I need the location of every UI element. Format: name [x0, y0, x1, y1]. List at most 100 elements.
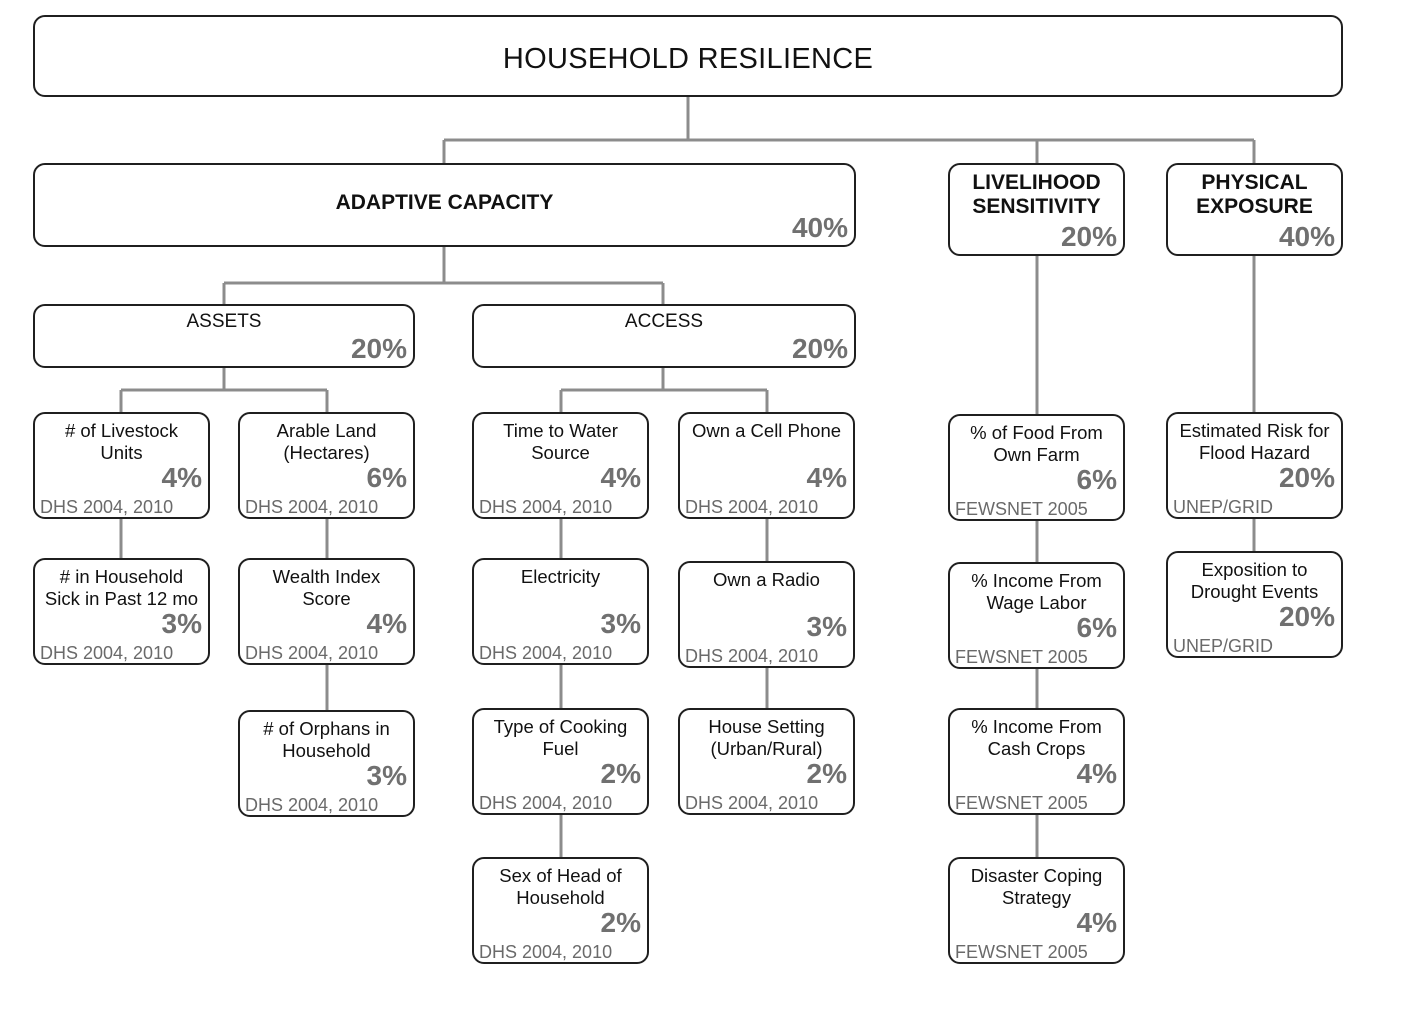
access-title: ACCESS [624, 311, 704, 332]
indicator-flood-hazard: Estimated Risk for Flood Hazard 20% UNEP… [1166, 412, 1343, 519]
household-resilience-node: HOUSEHOLD RESILIENCE [33, 15, 1343, 97]
indicator-label-line1: Estimated Risk for [1179, 420, 1330, 441]
indicator-label-line1: Time to Water [503, 420, 618, 441]
indicator-source: DHS 2004, 2010 [685, 497, 819, 517]
indicator-label-line2: Units [100, 442, 143, 463]
indicator-source: DHS 2004, 2010 [245, 643, 379, 663]
indicator-label-line1: House Setting [708, 716, 825, 737]
indicator-source: UNEP/GRID [1173, 636, 1274, 656]
indicator-source: DHS 2004, 2010 [479, 497, 613, 517]
indicator-label-line2: (Urban/Rural) [710, 738, 823, 759]
indicator-label-line1: Exposition to [1201, 559, 1308, 580]
indicator-wage-labor: % Income From Wage Labor 6% FEWSNET 2005 [948, 562, 1125, 669]
indicator-label-line1: % Income From [971, 716, 1102, 737]
indicator-source: DHS 2004, 2010 [479, 793, 613, 813]
indicator-label-line2: Drought Events [1190, 581, 1319, 602]
indicator-sick: # in Household Sick in Past 12 mo 3% DHS… [33, 558, 210, 665]
indicator-source: DHS 2004, 2010 [40, 497, 174, 517]
indicator-source: DHS 2004, 2010 [245, 497, 379, 517]
indicator-source: FEWSNET 2005 [955, 942, 1088, 962]
indicator-label-line1: # of Orphans in [263, 718, 390, 739]
indicator-orphans: # of Orphans in Household 3% DHS 2004, 2… [238, 710, 415, 817]
indicator-arable-land: Arable Land (Hectares) 6% DHS 2004, 2010 [238, 412, 415, 519]
indicator-weight: 3% [806, 611, 847, 642]
indicator-weight: 2% [600, 758, 641, 789]
indicator-sex-of-head: Sex of Head of Household 2% DHS 2004, 20… [472, 857, 649, 964]
indicator-label-line1: Own a Radio [713, 569, 820, 590]
livelihood-title-line2: SENSITIVITY [972, 195, 1101, 218]
indicator-weight: 4% [1076, 907, 1117, 938]
assets-title: ASSETS [186, 311, 262, 332]
exposure-title-line1: PHYSICAL [1201, 171, 1308, 194]
indicator-source: UNEP/GRID [1173, 497, 1274, 517]
indicator-label-line1: Disaster Coping [970, 865, 1103, 886]
indicator-radio: Own a Radio 3% DHS 2004, 2010 [678, 561, 855, 668]
indicator-label-line2: Fuel [542, 738, 579, 759]
indicator-weight: 20% [1278, 462, 1335, 493]
indicator-source: FEWSNET 2005 [955, 793, 1088, 813]
indicator-food-own-farm: % of Food From Own Farm 6% FEWSNET 2005 [948, 414, 1125, 521]
indicator-weight: 3% [161, 608, 202, 639]
indicator-label-line2: Score [302, 588, 351, 609]
indicator-cooking-fuel: Type of Cooking Fuel 2% DHS 2004, 2010 [472, 708, 649, 815]
indicator-disaster-coping: Disaster Coping Strategy 4% FEWSNET 2005 [948, 857, 1125, 964]
indicator-cash-crops: % Income From Cash Crops 4% FEWSNET 2005 [948, 708, 1125, 815]
indicator-weight: 4% [161, 462, 202, 493]
indicator-weight: 4% [600, 462, 641, 493]
indicator-weight: 4% [366, 608, 407, 639]
livelihood-sensitivity-node: LIVELIHOOD SENSITIVITY 20% [948, 163, 1125, 256]
access-node: ACCESS 20% [472, 304, 856, 368]
indicator-label-line1: % of Food From [970, 422, 1103, 443]
indicator-label-line1: # in Household [59, 566, 184, 587]
indicator-weight: 2% [806, 758, 847, 789]
indicator-weight: 2% [600, 907, 641, 938]
indicator-weight: 3% [366, 760, 407, 791]
indicator-label-line2: Own Farm [993, 444, 1080, 465]
indicator-weight: 20% [1278, 601, 1335, 632]
indicator-weight: 6% [366, 462, 407, 493]
adaptive-capacity-title: ADAPTIVE CAPACITY [335, 191, 554, 214]
physical-exposure-weight: 40% [1278, 221, 1335, 252]
assets-node: ASSETS 20% [33, 304, 415, 368]
indicator-weight: 3% [600, 608, 641, 639]
indicator-label-line1: Electricity [520, 566, 601, 587]
indicator-label-line1: Arable Land [276, 420, 377, 441]
indicator-label-line2: Household [516, 887, 605, 908]
indicator-label-line2: Source [531, 442, 590, 463]
indicator-source: DHS 2004, 2010 [479, 942, 613, 962]
indicator-label-line1: Type of Cooking [493, 716, 628, 737]
physical-exposure-node: PHYSICAL EXPOSURE 40% [1166, 163, 1343, 256]
indicator-livestock: # of Livestock Units 4% DHS 2004, 2010 [33, 412, 210, 519]
indicator-cell-phone: Own a Cell Phone 4% DHS 2004, 2010 [678, 412, 855, 519]
indicator-label-line2: Sick in Past 12 mo [44, 588, 199, 609]
indicator-label-line2: Cash Crops [987, 738, 1086, 759]
indicator-label-line2: Household [282, 740, 371, 761]
adaptive-capacity-node: ADAPTIVE CAPACITY 40% [33, 163, 856, 247]
exposure-title-line2: EXPOSURE [1196, 195, 1313, 218]
indicator-weight: 6% [1076, 464, 1117, 495]
indicator-label-line1: # of Livestock [64, 420, 179, 441]
indicator-weight: 4% [1076, 758, 1117, 789]
indicator-drought-events: Exposition to Drought Events 20% UNEP/GR… [1166, 551, 1343, 658]
indicator-label-line1: Wealth Index [272, 566, 381, 587]
livelihood-sensitivity-weight: 20% [1060, 221, 1117, 252]
indicator-source: DHS 2004, 2010 [245, 795, 379, 815]
indicator-label-line2: (Hectares) [283, 442, 370, 463]
indicator-label-line2: Flood Hazard [1198, 442, 1311, 463]
root-title: HOUSEHOLD RESILIENCE [502, 43, 874, 75]
indicator-source: DHS 2004, 2010 [685, 646, 819, 666]
indicator-source: FEWSNET 2005 [955, 499, 1088, 519]
indicator-source: DHS 2004, 2010 [40, 643, 174, 663]
indicator-source: DHS 2004, 2010 [479, 643, 613, 663]
indicator-wealth-index: Wealth Index Score 4% DHS 2004, 2010 [238, 558, 415, 665]
livelihood-title-line1: LIVELIHOOD [972, 171, 1101, 194]
adaptive-capacity-weight: 40% [791, 212, 848, 243]
indicator-label-line2: Strategy [1002, 887, 1071, 908]
indicator-label-line1: % Income From [971, 570, 1102, 591]
access-weight: 20% [791, 333, 848, 364]
indicator-weight: 4% [806, 462, 847, 493]
indicator-electricity: Electricity 3% DHS 2004, 2010 [472, 558, 649, 665]
indicator-source: DHS 2004, 2010 [685, 793, 819, 813]
assets-weight: 20% [350, 333, 407, 364]
